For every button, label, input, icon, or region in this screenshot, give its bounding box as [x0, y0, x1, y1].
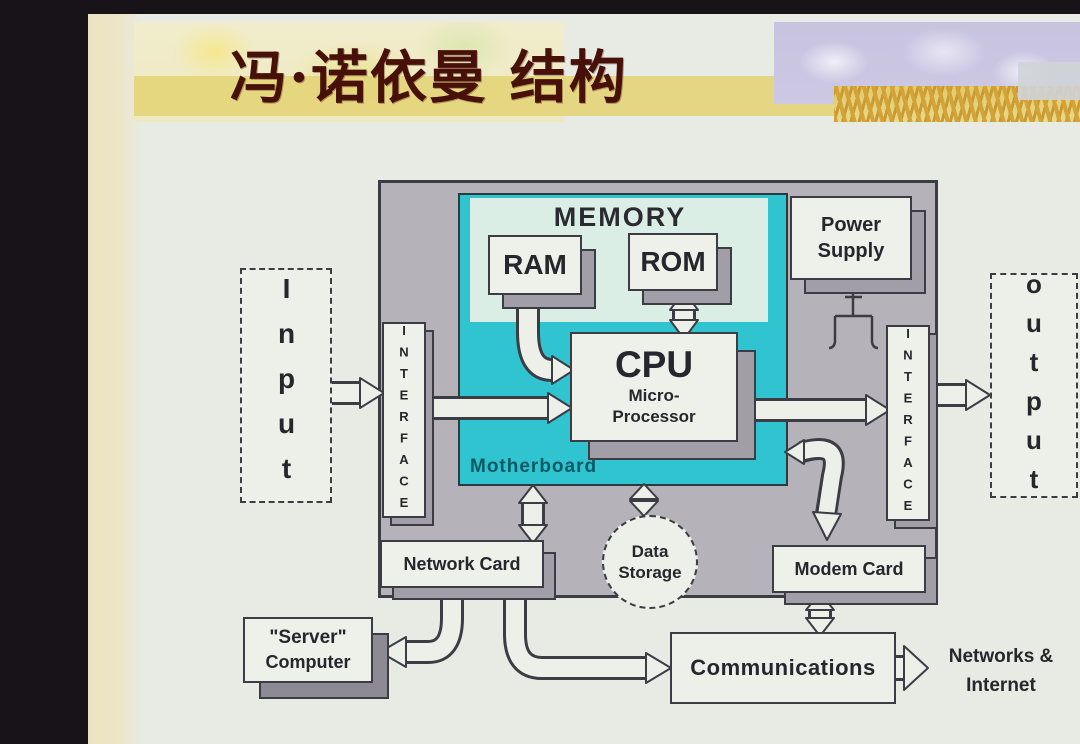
- slide-left-margin: [88, 14, 142, 744]
- cpu-sub-label-2: Processor: [612, 407, 696, 427]
- memory-label: MEMORY: [553, 202, 687, 232]
- network-card-label: Network Card: [403, 553, 521, 574]
- screen-glare-patch: [1018, 62, 1080, 100]
- power-supply-label-2: Supply: [817, 240, 885, 262]
- ram-box: RAM: [488, 235, 596, 309]
- networks-internet-text: Networks & Internet: [924, 642, 1078, 701]
- power-supply-label-1: Power: [820, 214, 882, 236]
- communications-label: Communications: [690, 655, 876, 680]
- motherboard-label: Motherboard: [470, 456, 598, 477]
- input-box: Input: [240, 268, 332, 503]
- server-label-1: "Server": [269, 626, 347, 648]
- power-supply-box: Power Supply: [790, 196, 926, 294]
- network-card-box: Network Card: [380, 540, 556, 600]
- rom-box: ROM: [628, 233, 732, 305]
- input-label: Input: [271, 273, 302, 498]
- output-box: output: [990, 269, 1078, 503]
- page-title: 冯·诺依曼 结构: [230, 44, 628, 111]
- modem-card-box: Modem Card: [772, 545, 938, 605]
- rom-label: ROM: [640, 246, 706, 277]
- communications-box: Communications: [670, 632, 896, 704]
- interface-right-label: INTERFACE: [900, 326, 916, 520]
- interface-right-box: INTERFACE: [886, 325, 938, 529]
- title-banner: 冯·诺依曼 结构: [134, 22, 1080, 122]
- networks-internet-line-2: Internet: [966, 675, 1036, 697]
- networks-internet-line-1: Networks &: [948, 646, 1054, 667]
- server-label-2: Computer: [265, 651, 351, 672]
- server-computer-box: "Server" Computer: [243, 617, 389, 699]
- cpu-sub-label-1: Micro-: [628, 386, 680, 406]
- interface-left-label: INTERFACE: [396, 323, 412, 517]
- data-storage-label-1: Data: [631, 541, 669, 561]
- modem-card-label: Modem Card: [794, 558, 904, 579]
- cpu-box: CPU Micro- Processor: [570, 332, 756, 460]
- data-storage-ellipse: Data Storage: [602, 515, 698, 609]
- watercolor-yellow-band: [134, 76, 834, 116]
- data-storage-label-2: Storage: [618, 563, 682, 582]
- output-label: output: [1019, 268, 1049, 503]
- cpu-label: CPU: [614, 344, 694, 386]
- ram-label: RAM: [503, 249, 567, 280]
- interface-left-box: INTERFACE: [382, 322, 434, 526]
